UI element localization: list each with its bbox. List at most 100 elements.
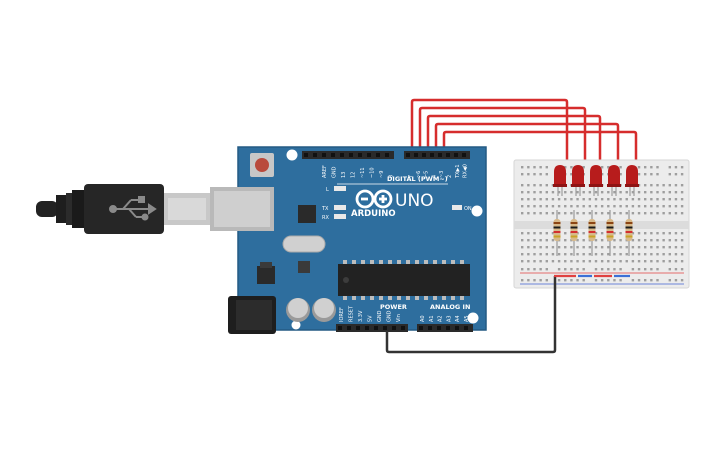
breadboard-hole [662,232,665,235]
breadboard-rail-hole [533,279,536,282]
header-pin-hole [438,153,442,157]
breadboard-hole [600,232,604,235]
signal-wires[interactable] [410,98,638,172]
chip-pin [379,260,383,264]
led-l-label: L [326,187,329,193]
chip-pin [370,296,374,300]
breadboard-hole [551,253,555,256]
breadboard-rail-hole [527,166,530,169]
header-pin-hole [406,153,410,157]
led[interactable] [625,165,639,196]
breadboard-hole [521,212,524,215]
breadboard-rail-hole [644,268,647,271]
resistor[interactable] [606,210,614,256]
arduino-uno-board[interactable]: L TX RX ON ARDUINO UNO DIGITAL (PWM~) PO… [210,146,487,334]
breadboard-rail-hole [570,173,573,176]
pin-label-digital: ~5 [424,171,430,178]
led[interactable] [571,165,585,196]
breadboard-hole [588,212,592,215]
breadboard-hole [625,212,628,215]
breadboard-hole [570,205,573,208]
breadboard-hole [551,205,555,208]
pin-label-digital: 2 [447,175,453,178]
breadboard-hole [551,232,555,235]
wire-pin-7[interactable] [410,98,569,172]
digital-header-left[interactable] [302,151,394,159]
breadboard-hole [668,260,671,263]
header-pin-hole [347,326,351,330]
pin-label-digital: ~6 [416,171,422,178]
breadboard-hole [644,232,647,235]
breadboard-hole [656,184,659,187]
breadboard-hole [545,205,548,208]
wire-pin-5[interactable] [426,114,602,172]
breadboard-hole [521,191,524,194]
resistor[interactable] [625,210,633,256]
breadboard-hole [533,253,536,256]
breadboard-hole [582,205,585,208]
breadboard-hole [680,239,684,242]
pin-label-analog: A5 [464,315,470,322]
header-pin-hole [455,326,459,330]
digital-header-right[interactable] [404,151,470,159]
breadboard-hole [588,260,592,263]
breadboard-hole [680,212,684,215]
wire-pin-4[interactable] [434,122,620,172]
breadboard-hole [594,191,598,194]
led[interactable] [553,165,567,196]
resistors[interactable] [553,210,633,256]
resistor[interactable] [553,210,561,256]
wire-pin-6[interactable] [418,106,587,172]
power-header[interactable] [336,324,408,332]
chip-pin [415,260,419,264]
breadboard-hole [588,205,592,208]
breadboard-rail-hole [539,268,542,271]
led[interactable] [607,165,621,196]
analog-header[interactable] [417,324,473,332]
wire-ground[interactable] [385,276,557,354]
breadboard-rail-hole [637,268,641,271]
breadboard-hole [600,198,604,201]
breadboard-hole [644,260,647,263]
breadboard-hole [582,246,585,249]
breadboard-rail-hole [545,173,548,176]
breadboard-rail-hole [668,268,671,271]
breadboard-hole [545,253,548,256]
breadboard-hole [539,253,542,256]
resistor[interactable] [570,210,578,256]
header-pin-hole [358,153,362,157]
reset-button[interactable] [255,158,269,172]
chip-pin [433,260,437,264]
header-pin-hole [446,326,450,330]
leds[interactable] [553,165,639,196]
breadboard-hole [557,253,561,256]
mounting-hole [286,149,298,161]
breadboard-hole [600,212,604,215]
breadboard-hole [619,260,622,263]
model-label: UNO [395,191,434,211]
board-edge [237,146,487,331]
breadboard-rail-hole [619,166,622,169]
breadboard-rail-hole [570,279,573,282]
chip-pin [352,296,356,300]
breadboard-hole [582,239,585,242]
breadboard-hole [631,260,635,263]
breadboard-hole [668,212,671,215]
breadboard-hole [600,260,604,263]
breadboard-hole [680,205,684,208]
usb-cable[interactable] [36,184,210,234]
wire-pin-3[interactable] [442,130,638,172]
breadboard-hole [594,232,598,235]
breadboard-hole [607,260,610,263]
pin-label-power: 3.3V [358,310,364,322]
breadboard-hole [594,253,598,256]
resistor[interactable] [588,210,596,256]
pin-label-digital: RX◀0 [463,164,469,178]
led[interactable] [589,165,603,196]
breadboard-hole [527,232,530,235]
breadboard-rail-hole [619,173,622,176]
breadboard-rail-hole [521,166,524,169]
breadboard-rail-hole [521,279,524,282]
